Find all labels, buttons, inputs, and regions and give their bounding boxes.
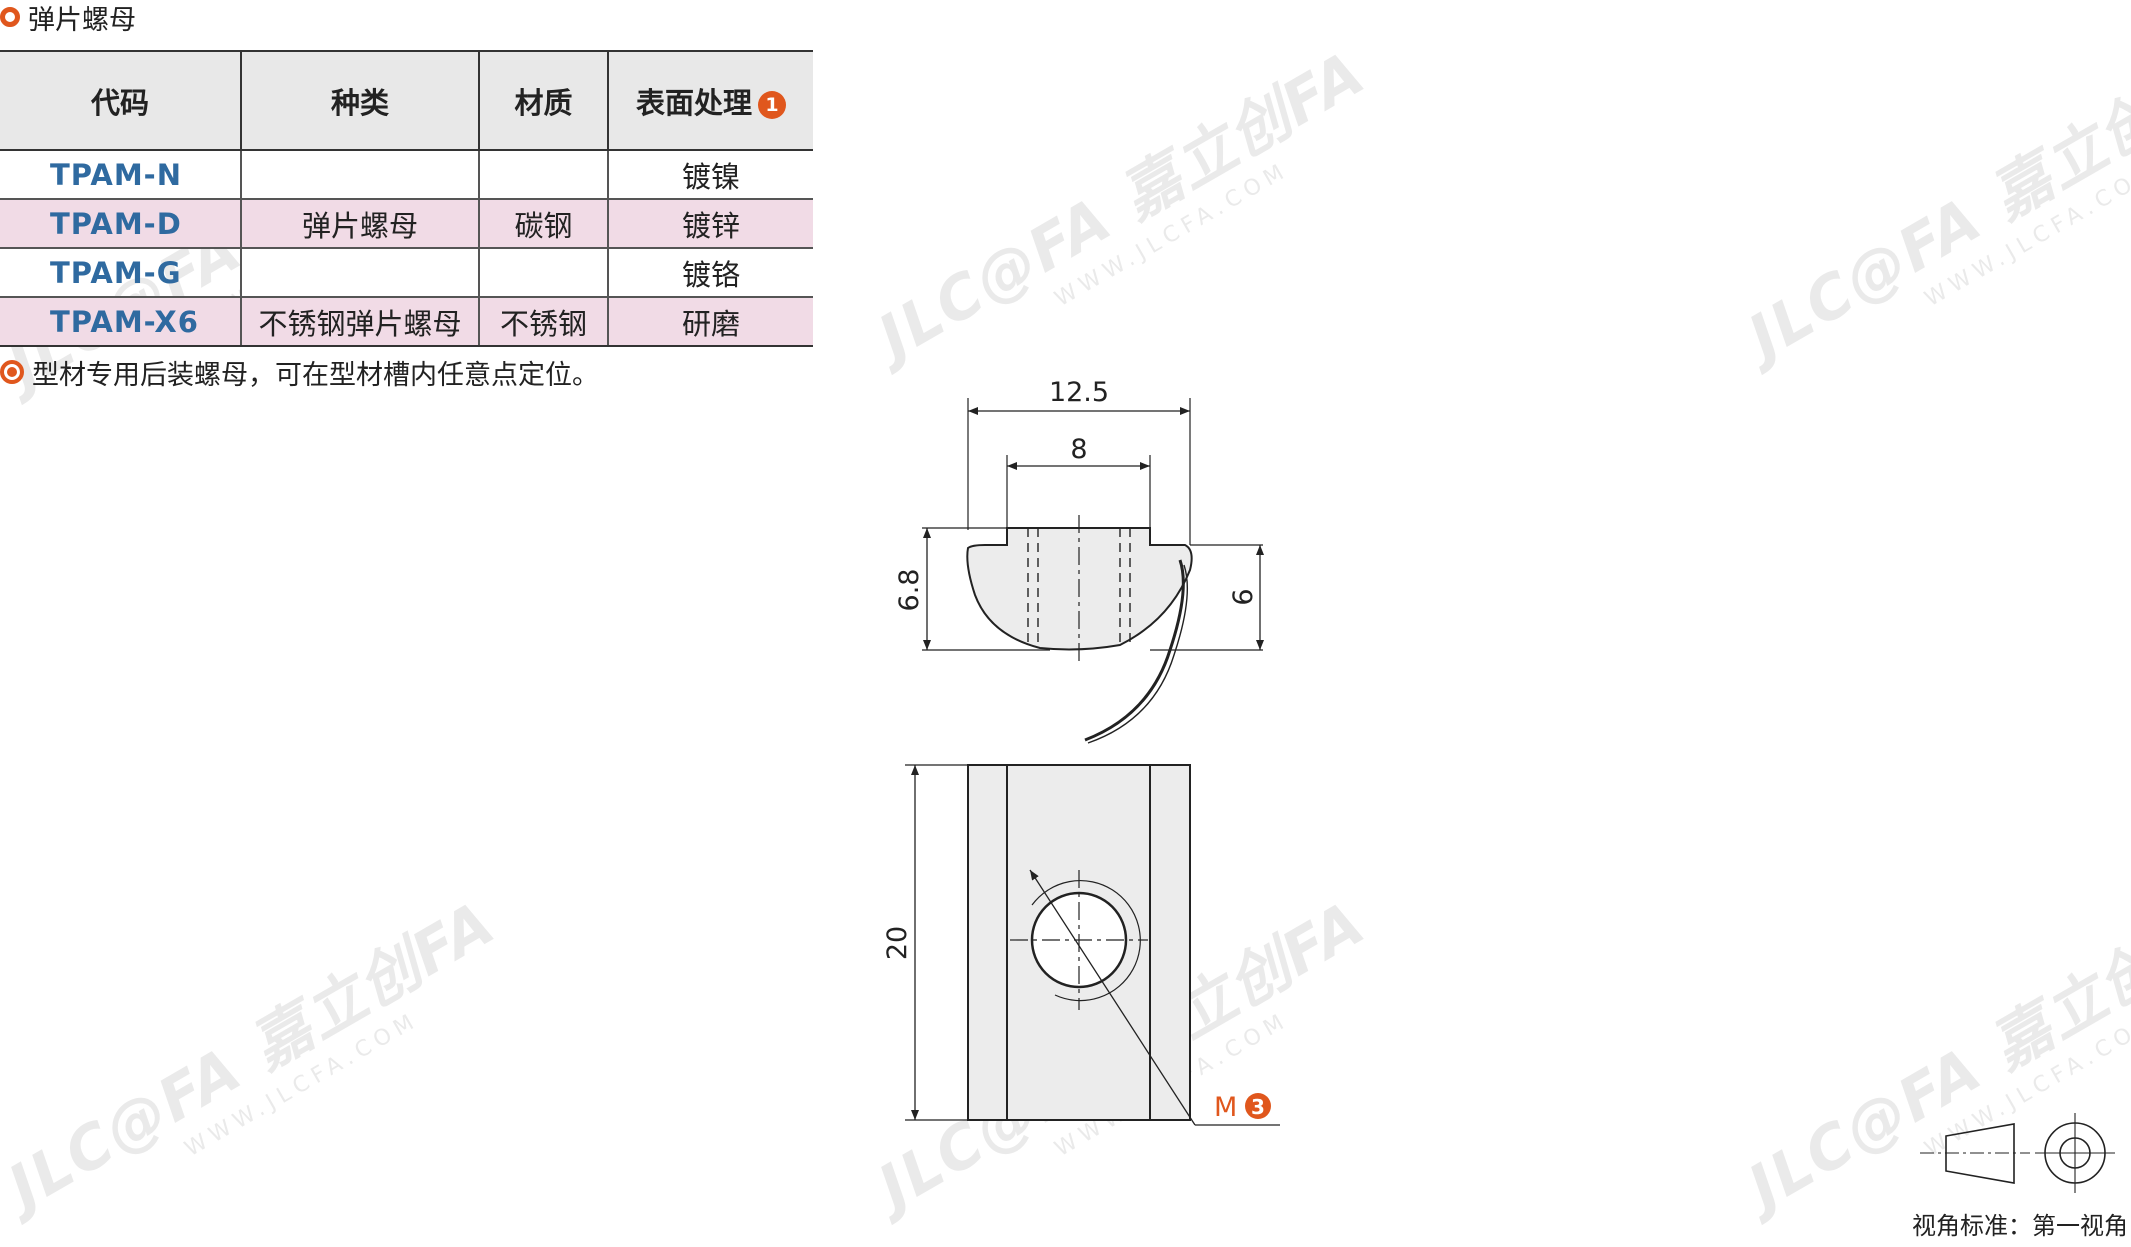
dim-total-height: 6.8 xyxy=(894,528,931,650)
material-cell-merged: 碳钢 xyxy=(478,199,608,249)
thread-badge: 3 xyxy=(1251,1095,1265,1119)
bullet-icon xyxy=(0,360,24,384)
surface-cell: 镀铬 xyxy=(607,248,813,298)
table-row: TPAM-G 镀铬 xyxy=(0,248,813,298)
surface-cell: 研磨 xyxy=(607,297,813,347)
surface-cell: 镀锌 xyxy=(607,199,813,249)
dim-outer-width: 12.5 xyxy=(968,377,1190,415)
type-cell: 不锈钢弹片螺母 xyxy=(240,297,479,347)
header-code: 代码 xyxy=(0,50,241,151)
code-cell: TPAM-N xyxy=(0,150,241,200)
dim-outer-width-text: 12.5 xyxy=(1049,377,1109,408)
thread-label-text: M xyxy=(1214,1092,1237,1123)
material-cell xyxy=(478,150,608,200)
section-title-text: 弹片螺母 xyxy=(28,4,136,36)
header-material: 材质 xyxy=(478,50,608,151)
view-standard: 视角标准：第一视角 xyxy=(1912,1212,2128,1240)
dim-length-text: 20 xyxy=(882,926,913,960)
header-type: 种类 xyxy=(240,50,479,151)
dim-inner-width: 8 xyxy=(1007,434,1150,470)
code-cell: TPAM-D xyxy=(0,199,241,249)
table-row: TPAM-D 弹片螺母 碳钢 镀锌 xyxy=(0,199,813,249)
dim-body-height: 6 xyxy=(1228,545,1264,650)
projection-symbol-icon xyxy=(1920,1113,2115,1193)
type-cell xyxy=(240,248,479,298)
type-cell-merged: 弹片螺母 xyxy=(240,199,479,249)
material-cell: 不锈钢 xyxy=(478,297,608,347)
dim-body-height-text: 6 xyxy=(1228,588,1259,605)
material-cell xyxy=(478,248,608,298)
table-row: TPAM-N 镀镍 xyxy=(0,150,813,200)
note: 型材专用后装螺母，可在型材槽内任意点定位。 xyxy=(0,354,599,391)
note-text: 型材专用后装螺母，可在型材槽内任意点定位。 xyxy=(32,359,599,391)
code-cell: TPAM-G xyxy=(0,248,241,298)
top-view xyxy=(905,764,1280,1126)
ring-icon xyxy=(0,7,20,27)
header-surface-text: 表面处理 xyxy=(635,85,752,120)
thread-label: M 3 xyxy=(1214,1092,1271,1123)
type-cell xyxy=(240,150,479,200)
section-title: 弹片螺母 xyxy=(0,0,136,36)
code-cell: TPAM-X6 xyxy=(0,297,241,347)
table-row: TPAM-X6 不锈钢弹片螺母 不锈钢 研磨 xyxy=(0,297,813,347)
dim-length: 20 xyxy=(882,765,919,1120)
dim-inner-width-text: 8 xyxy=(1070,434,1087,465)
surface-cell: 镀镍 xyxy=(607,150,813,200)
surface-badge: 1 xyxy=(758,90,786,119)
dim-total-height-text: 6.8 xyxy=(894,569,925,612)
front-view xyxy=(922,398,1263,744)
